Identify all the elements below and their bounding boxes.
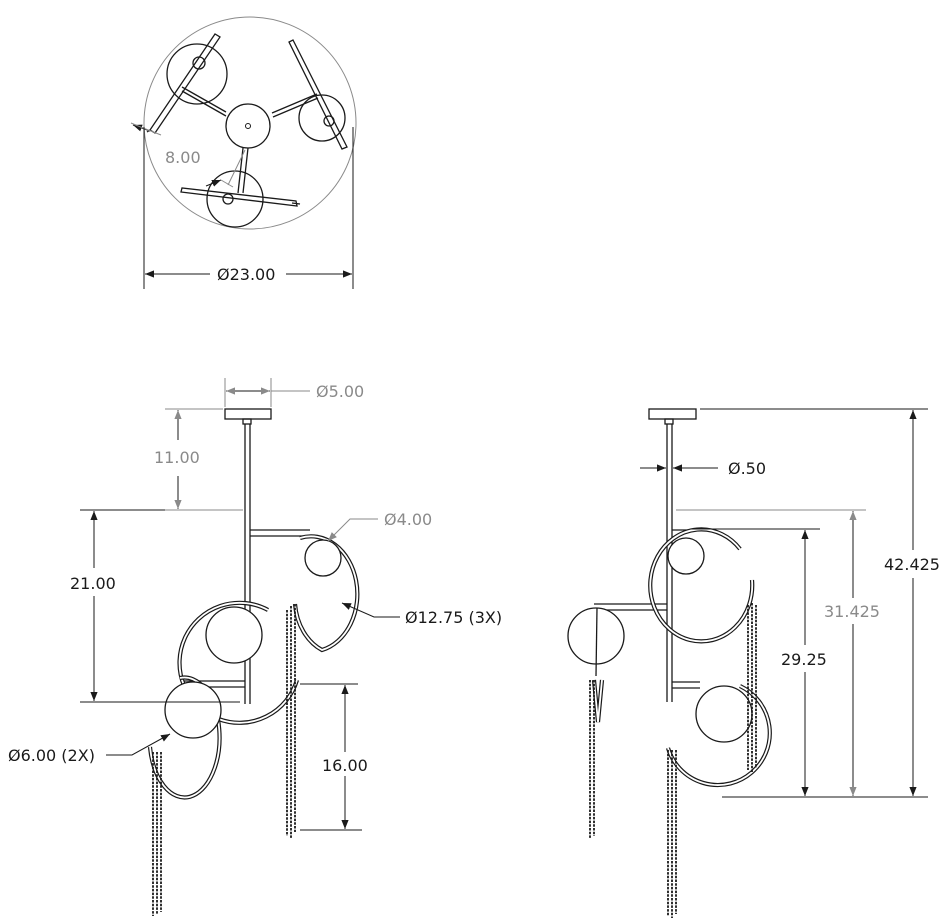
chains-side (589, 603, 757, 918)
upper-arm (250, 529, 310, 537)
large-globe-side-right (695, 685, 753, 743)
arm-left (181, 90, 227, 117)
rod-diameter-label: Ø.50 (728, 459, 766, 478)
overall-envelope-circle (143, 16, 357, 230)
small-globe-side (667, 537, 705, 575)
overall-diameter-label: Ø23.00 (217, 265, 275, 284)
stem-length-label: 11.00 (154, 448, 200, 467)
overall-height-label: 42.425 (884, 555, 940, 574)
arm-right (272, 97, 319, 118)
globe-socket (222, 193, 234, 205)
body-height-label: 21.00 (70, 574, 116, 593)
chain-length-label: 16.00 (322, 756, 368, 775)
ring-rod-left (149, 33, 221, 134)
arm-right (271, 93, 318, 114)
height-to-ring-bottom-label: 31.425 (824, 602, 880, 621)
globe-right (298, 94, 346, 142)
globe-top-left (166, 43, 228, 105)
small-globe-diameter-label: Ø4.00 (384, 510, 432, 529)
large-globe-diameter-label: Ø6.00 (2X) (8, 746, 95, 765)
side-view: Ø.50 42.425 31.425 29.25 (567, 408, 940, 918)
arm-left (181, 86, 227, 113)
ring-rod-right (288, 39, 348, 150)
canopy-side (648, 408, 697, 420)
large-globe-upper (205, 606, 263, 664)
front-view: Ø5.00 11.00 21.00 Ø4.00 Ø12.75 (3X) Ø6.0… (8, 378, 502, 916)
top-view: 8.00 Ø23.00 (130, 16, 357, 289)
offset-leader (227, 149, 246, 186)
arm-bottom (242, 147, 249, 194)
canopy-diameter-label: Ø5.00 (316, 382, 364, 401)
small-globe (304, 539, 342, 577)
canopy-top-circle (225, 103, 271, 149)
ring-rod-bottom (180, 187, 298, 207)
chains-front (152, 604, 296, 916)
arm-offset-label: 8.00 (165, 148, 201, 167)
ring-diameter-label: Ø12.75 (3X) (405, 608, 502, 627)
large-globe-lower (164, 681, 222, 739)
ring-stack-height-label: 29.25 (781, 650, 827, 669)
canopy (224, 408, 272, 420)
